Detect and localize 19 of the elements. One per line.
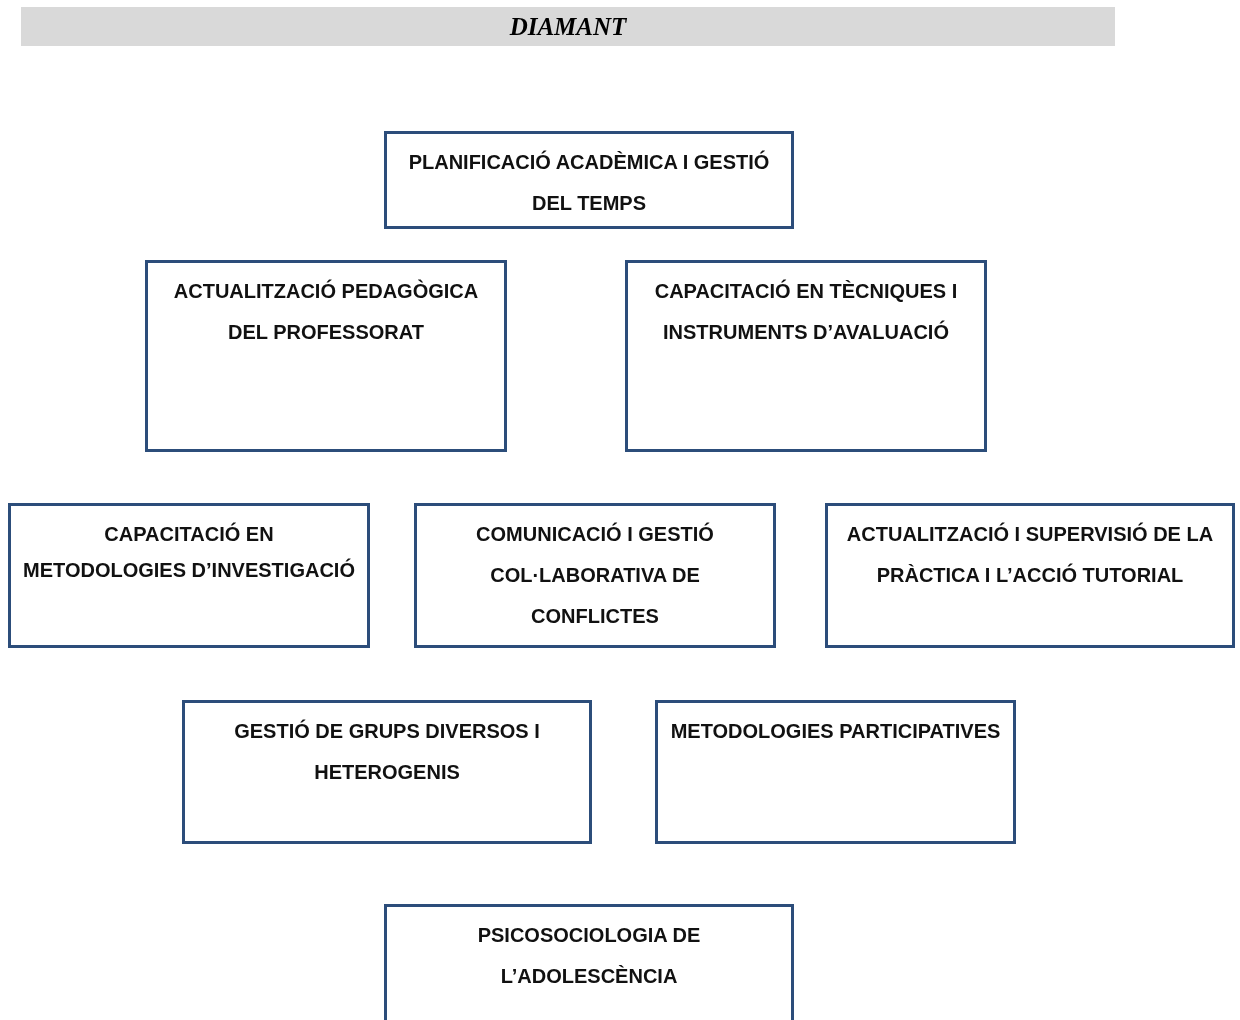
topic-box (384, 904, 794, 1020)
topic-label: PSICOSOCIOLOGIA DE L’ADOLESCÈNCIA (476, 923, 702, 989)
topic-label: PLANIFICACIÓ ACADÈMICA I GESTIÓ DEL TEMPS (407, 149, 771, 216)
topic-box (8, 503, 370, 648)
topic-box (384, 131, 794, 229)
topic-label: CAPACITACIÓ EN TÈCNIQUES I INSTRUMENTS D’AVALUACIÓ (653, 278, 959, 345)
title: DIAMANT (509, 12, 627, 41)
topic-box (182, 700, 592, 844)
topic-box (625, 260, 987, 452)
topic-box (145, 260, 507, 452)
topic-label: METODOLOGIES PARTICIPATIVES (670, 719, 1001, 744)
topic-label: ACTUALITZACIÓ PEDAGÒGICA DEL PROFESSORAT (172, 278, 480, 345)
topic-label: ACTUALITZACIÓ I SUPERVISIÓ DE LA PRÀCTICA I L’ACCIÓ TUTORIAL (845, 521, 1215, 588)
topic-box (414, 503, 776, 648)
topic-label: COMUNICACIÓ I GESTIÓ COL·LABORATIVA DE CONFLICTES (475, 521, 715, 629)
topic-box (825, 503, 1235, 648)
topic-label: GESTIÓ DE GRUPS DIVERSOS I HETEROGENIS (233, 718, 541, 785)
topic-label: CAPACITACIÓ EN METODOLOGIES D’INVESTIGACIÓ (22, 521, 356, 583)
topic-box (655, 700, 1016, 844)
